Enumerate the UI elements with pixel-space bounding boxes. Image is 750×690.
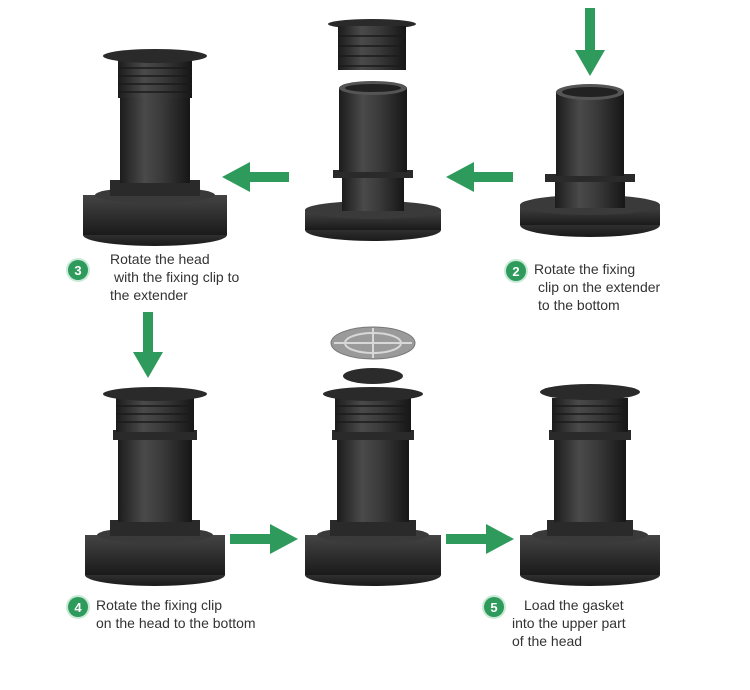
step-4-label: 4 Rotate the fixing clip on the head to … [68,596,256,632]
step-4-badge: 4 [68,597,88,617]
arrow-right-bottom-1 [230,524,298,554]
pedestal-finished-bottom-right [520,384,660,586]
pedestal-bottom-center [305,326,441,586]
arrows-layer [133,8,605,554]
step-3-caption: Rotate the head with the fixing clip to … [110,251,240,303]
pedestal-assembled-top-left [83,49,227,246]
step-4-caption: Rotate the fixing clip on the head to th… [96,597,256,631]
step-5-label: 5 Load the gasket into the upper part of… [484,596,626,650]
step-3-badge: 3 [68,260,88,280]
step-5-caption: Load the gasket into the upper part of t… [512,597,626,649]
step-2-badge: 2 [506,261,526,281]
arrow-down-into-extender [575,8,605,76]
step-2-label: 2 Rotate the fixing clip on the extender… [506,260,660,314]
arrow-right-bottom-2 [446,524,514,554]
pedestal-extender-top-right [520,84,660,237]
step-2-caption: Rotate the fixing clip on the extender t… [534,261,661,313]
pedestal-exploded-top-center [305,19,441,241]
arrow-left-top-1 [446,162,513,192]
step-5-badge: 5 [484,597,504,617]
pedestal-bottom-left [85,387,225,586]
step-3-label: 3 Rotate the head with the fixing clip t… [68,250,239,304]
arrow-down-left [133,312,163,378]
arrow-left-top-2 [222,162,289,192]
